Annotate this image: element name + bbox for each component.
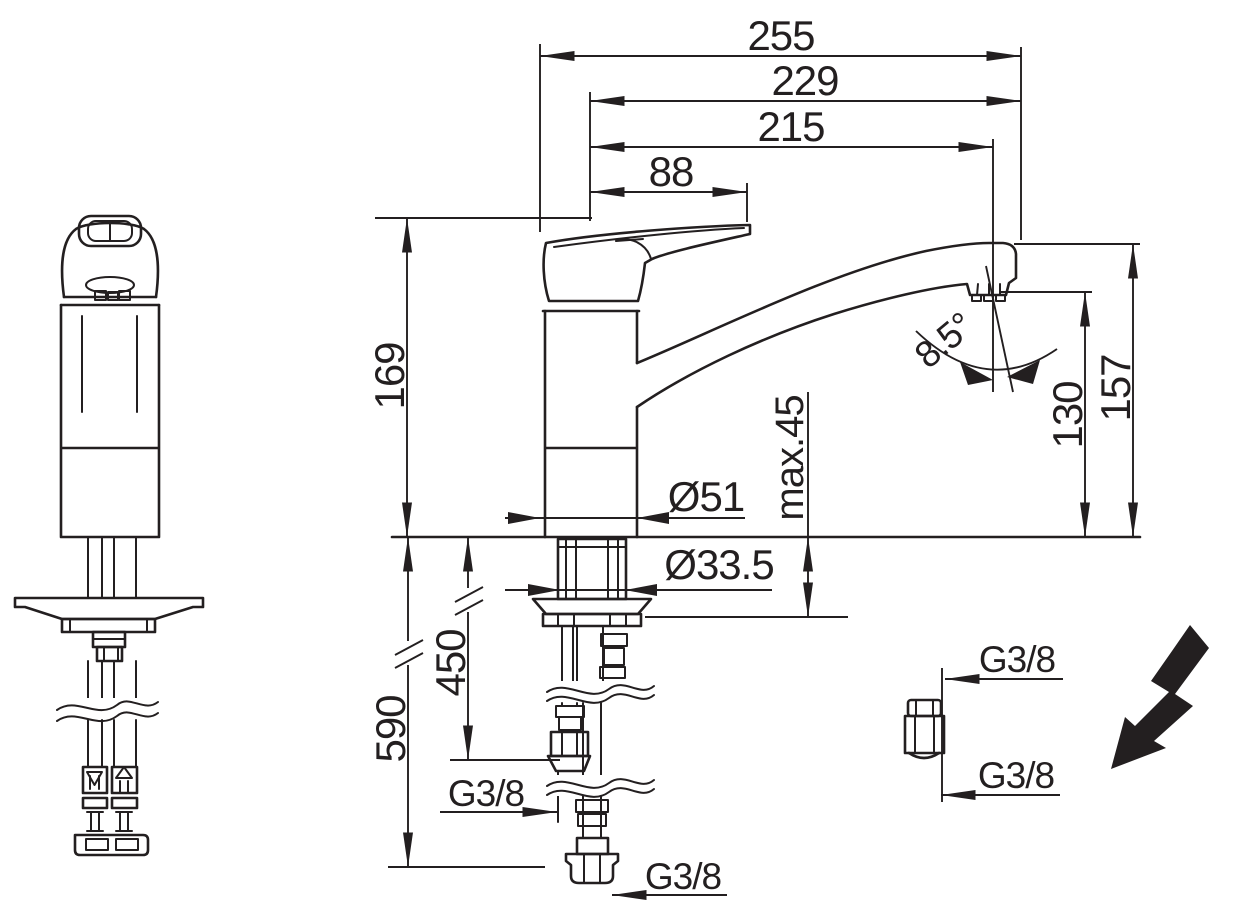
hose-end-nut (564, 852, 620, 885)
dim-label-130: 130 (1044, 381, 1091, 448)
dim-label-88: 88 (649, 148, 694, 195)
hose-connector (81, 765, 109, 795)
break-line (546, 684, 655, 695)
faucet-body (543, 309, 639, 539)
thread-label-adapter-bottom: G3/8 (978, 755, 1054, 796)
hose-end-nuts (73, 833, 150, 857)
dim-label-229: 229 (771, 57, 838, 104)
thread-label-bottom: G3/8 (645, 856, 721, 897)
faucet-side-view (13, 214, 205, 857)
dim-label-255: 255 (747, 12, 814, 59)
adapter-body (903, 714, 946, 755)
dim-label-max45: max.45 (768, 395, 812, 520)
dim-label-157: 157 (1092, 354, 1139, 421)
dim-label-169: 169 (366, 342, 413, 409)
aerator (976, 283, 1001, 296)
break-line (546, 778, 655, 789)
thread-label-adapter-top: G3/8 (979, 639, 1055, 680)
lever-front (77, 214, 143, 248)
angle-arrow (960, 362, 993, 385)
dimensions: 255 229 215 88 169 157 130 8.5° Ø51 Ø33.… (366, 12, 1140, 900)
angle-arc (915, 330, 1058, 371)
escutcheon-plate (13, 596, 205, 621)
hose-connector (110, 765, 139, 795)
dim-label-d33-5: Ø33.5 (664, 541, 773, 588)
adapter-cap (906, 698, 943, 718)
break-line (56, 700, 159, 712)
adapter-detail: G3/8 G3/8 (903, 639, 1063, 802)
break-line (546, 787, 655, 798)
break-symbol (454, 586, 484, 616)
washer (531, 597, 653, 616)
dim-label-450: 450 (427, 629, 474, 696)
break-line (56, 711, 159, 723)
angle-leg (985, 265, 1014, 393)
angle-arrow (1007, 360, 1040, 384)
handle-lever (542, 223, 752, 303)
dim-label-215: 215 (757, 103, 824, 150)
spout-outline (635, 241, 1018, 409)
lightning-bolt-icon (1111, 625, 1209, 769)
mounting-nut (541, 612, 643, 628)
break-line (546, 693, 655, 704)
dim-label-590: 590 (367, 695, 414, 762)
dim-label-d51: Ø51 (668, 473, 744, 520)
break-symbol (394, 639, 424, 669)
thread-label-left: G3/8 (448, 773, 524, 814)
faucet-profile-view (390, 223, 1142, 885)
